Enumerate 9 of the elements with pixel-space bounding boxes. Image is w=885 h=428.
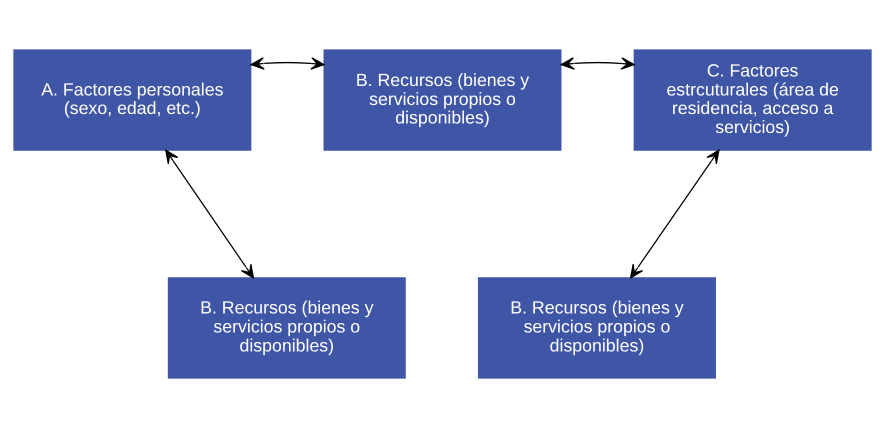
arrow [630,150,720,278]
arrow [250,57,325,70]
node-box: A. Factores personales (sexo, edad, etc.) [13,49,252,151]
arrow [165,150,254,278]
node-box: B. Recursos (bienes y servicios propios o disponibles) [324,49,562,151]
node-box: B. Recursos (bienes y servicios propios o disponibles) [478,277,716,379]
arrow [560,57,635,70]
node-box: C. Factores estrcuturales (área de residencia, acceso a servicios) [634,49,872,151]
node-box: B. Recursos (bienes y servicios propios o disponibles) [168,277,406,379]
